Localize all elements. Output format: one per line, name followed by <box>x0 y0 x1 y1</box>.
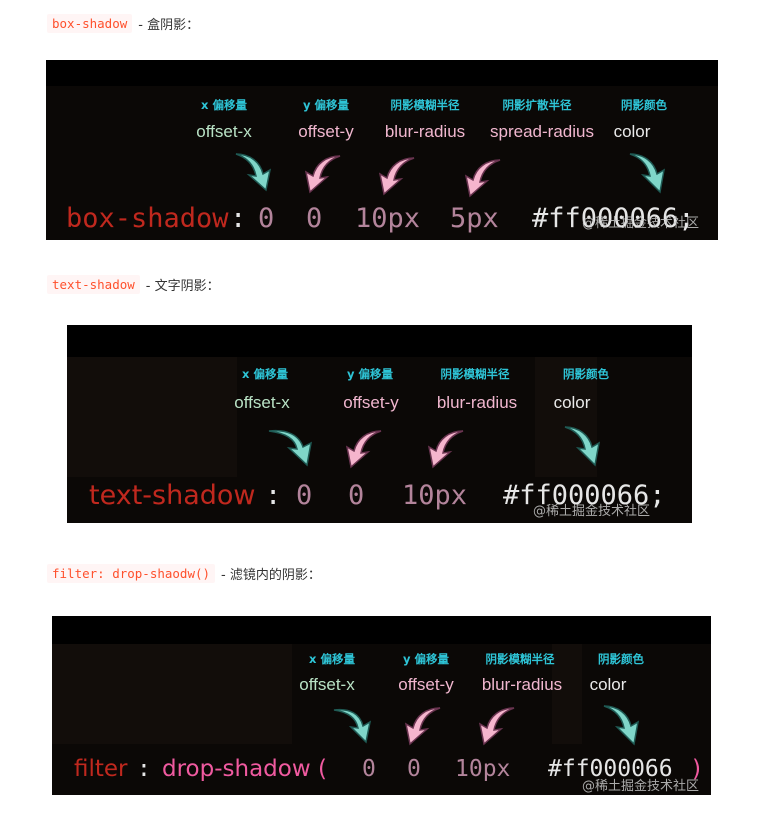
code-value: 10px <box>402 480 468 511</box>
caption-cn: y 偏移量 <box>347 367 393 381</box>
code-value: 5px <box>450 203 499 234</box>
curved-arrow-icon <box>464 159 501 198</box>
heading-description: - 盒阴影： <box>138 18 200 33</box>
caption-en: blur-radius <box>436 393 518 412</box>
section-heading-box-shadow: box-shadow - 盒阴影： <box>47 14 199 33</box>
heading-description: - 滤镜内的阴影： <box>221 568 321 583</box>
inline-code: filter: drop-shaodw() <box>47 564 216 583</box>
code-value: 0 <box>407 756 421 782</box>
caption-cn: 阴影扩散半径 <box>502 98 572 112</box>
caption-en: offset-y <box>298 122 354 141</box>
code-close-paren: ) <box>690 756 704 782</box>
inline-code: text-shadow <box>47 275 140 294</box>
code-colon: : <box>137 756 151 782</box>
curved-arrow-icon <box>603 705 640 746</box>
code-function: drop-shadow ( <box>162 756 327 782</box>
drop-shadow-diagram: x 偏移量 y 偏移量 阴影模糊半径 阴影颜色 offset-x offset-… <box>52 616 711 795</box>
code-colon: : <box>230 203 247 234</box>
watermark: @稀土掘金技术社区 <box>582 216 700 231</box>
caption-cn: 阴影模糊半径 <box>485 652 555 666</box>
curved-arrow-icon <box>235 153 272 192</box>
code-value: 0 <box>258 203 275 234</box>
caption-en: offset-y <box>343 393 399 412</box>
caption-en: color <box>589 675 627 694</box>
curved-arrow-icon <box>345 430 382 469</box>
caption-cn: y 偏移量 <box>403 652 449 666</box>
caption-cn: 阴影颜色 <box>598 652 644 666</box>
caption-cn: 阴影颜色 <box>563 367 609 381</box>
code-hex: #ff000066; <box>503 480 666 511</box>
code-value: 0 <box>348 480 365 511</box>
code-hex: #ff000066 <box>548 756 673 782</box>
box-shadow-diagram: x 偏移量 y 偏移量 阴影模糊半径 阴影扩散半径 阴影颜色 offset-x … <box>46 60 718 240</box>
curved-arrow-icon <box>629 153 666 194</box>
code-colon: : <box>265 480 282 511</box>
inline-code: box-shadow <box>47 14 133 33</box>
caption-en: offset-x <box>234 393 290 412</box>
code-value: 10px <box>455 756 511 782</box>
curved-arrow-icon <box>478 707 515 746</box>
caption-cn: 阴影颜色 <box>621 98 667 112</box>
code-property: filter <box>74 756 128 782</box>
heading-description: - 文字阴影： <box>145 279 220 294</box>
section-heading-filter: filter: drop-shaodw() - 滤镜内的阴影： <box>47 564 321 583</box>
caption-cn: 阴影模糊半径 <box>440 367 510 381</box>
code-property: text-shadow <box>89 480 256 511</box>
curved-arrow-icon <box>378 157 415 196</box>
section-heading-text-shadow: text-shadow - 文字阴影： <box>47 275 220 294</box>
code-value: 0 <box>306 203 323 234</box>
curved-arrow-icon <box>333 708 372 744</box>
caption-cn: 阴影模糊半径 <box>390 98 460 112</box>
watermark: @稀土掘金技术社区 <box>533 504 651 519</box>
caption-en: blur-radius <box>384 122 466 141</box>
curved-arrow-icon <box>404 707 441 746</box>
caption-en: spread-radius <box>490 122 594 141</box>
code-value: 0 <box>362 756 376 782</box>
caption-en: blur-radius <box>481 675 563 694</box>
curved-arrow-icon <box>427 430 464 469</box>
curved-arrow-icon <box>564 426 601 467</box>
caption-en: color <box>613 122 651 141</box>
text-shadow-diagram: x 偏移量 y 偏移量 阴影模糊半径 阴影颜色 offset-x offset-… <box>67 325 692 523</box>
curved-arrow-icon <box>304 155 341 194</box>
caption-cn: x 偏移量 <box>201 98 247 112</box>
caption-cn: y 偏移量 <box>303 98 349 112</box>
code-property: box-shadow <box>66 203 229 234</box>
curved-arrow-icon <box>268 429 313 467</box>
caption-en: offset-y <box>398 675 454 694</box>
code-value: 10px <box>355 203 421 234</box>
caption-en: color <box>553 393 591 412</box>
code-value: 0 <box>296 480 313 511</box>
code-hex: #ff000066; <box>532 203 695 234</box>
caption-en: offset-x <box>196 122 252 141</box>
watermark: @稀土掘金技术社区 <box>582 779 700 794</box>
caption-cn: x 偏移量 <box>309 652 355 666</box>
caption-cn: x 偏移量 <box>242 367 288 381</box>
caption-en: offset-x <box>299 675 355 694</box>
